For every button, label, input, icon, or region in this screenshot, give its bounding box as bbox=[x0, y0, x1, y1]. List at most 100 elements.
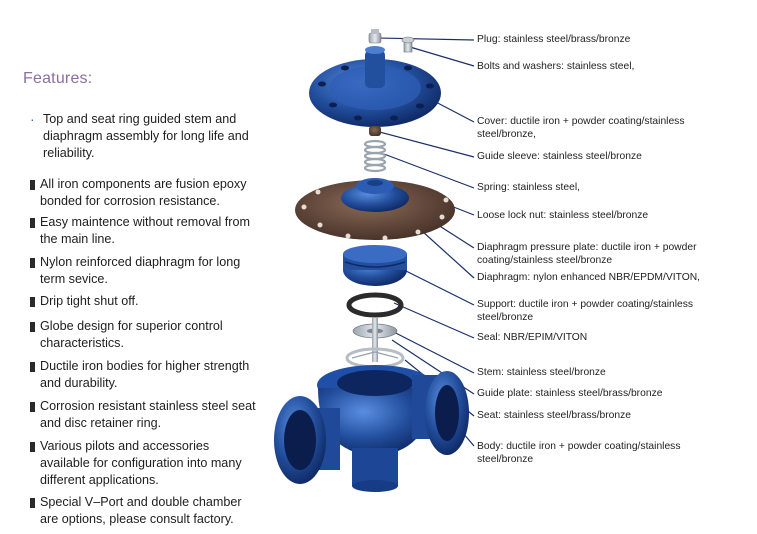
label-lock-nut: Loose lock nut: stainless steel/bronze bbox=[477, 210, 648, 223]
label-seat: Seat: stainless steel/brass/bronze bbox=[477, 410, 631, 423]
bolt-part bbox=[401, 36, 415, 53]
feature-item: Corrosion resistant stainless steel seat… bbox=[30, 398, 280, 432]
feature-line: Special V–Port and double chamber bbox=[40, 495, 242, 509]
label-stem: Stem: stainless steel/bronze bbox=[477, 367, 606, 380]
bullet-dot-icon: · bbox=[30, 111, 35, 127]
leader-seal bbox=[393, 302, 475, 339]
feature-text: Top and seat ring guided stem and diaphra… bbox=[43, 111, 280, 162]
feature-line: Various pilots and accessories bbox=[40, 439, 210, 453]
feature-line: are options, please consult factory. bbox=[40, 512, 234, 526]
label-line: Bolts and washers: stainless steel, bbox=[477, 61, 635, 72]
spring-part bbox=[363, 139, 387, 173]
label-line: Stem: stainless steel/bronze bbox=[477, 367, 606, 378]
feature-line: reliability. bbox=[43, 146, 95, 160]
feature-text: Drip tight shut off. bbox=[40, 293, 280, 310]
feature-line: the main line. bbox=[40, 232, 115, 246]
label-cover: Cover: ductile iron + powder coating/sta… bbox=[477, 116, 684, 141]
feature-line: characteristics. bbox=[40, 336, 124, 350]
label-bolts: Bolts and washers: stainless steel, bbox=[477, 61, 634, 74]
label-line: Spring: stainless steel, bbox=[477, 182, 581, 193]
label-guide-sleeve: Guide sleeve: stainless steel/bronze bbox=[477, 151, 642, 164]
leader-lines bbox=[375, 37, 475, 447]
label-line: Body: ductile iron + powder coating/stai… bbox=[477, 441, 681, 452]
feature-text: Various pilots and accessories available … bbox=[40, 438, 280, 489]
feature-text: Corrosion resistant stainless steel seat… bbox=[40, 398, 280, 432]
label-line: coating/stainless steel/bronze bbox=[477, 254, 613, 266]
leader-support bbox=[399, 267, 475, 306]
guide-sleeve-part bbox=[369, 126, 381, 136]
feature-line: All iron components are fusion epoxy bbox=[40, 177, 247, 191]
feature-line: Top and seat ring guided stem and bbox=[43, 112, 237, 126]
label-plug: Plug: stainless steel/brass/bronze bbox=[477, 34, 630, 47]
label-guide-plate: Guide plate: stainless steel/brass/bronz… bbox=[477, 388, 662, 401]
cover-part bbox=[309, 46, 441, 127]
label-line: Cover: ductile iron + powder coating/sta… bbox=[477, 116, 685, 127]
label-spring: Spring: stainless steel, bbox=[477, 182, 580, 195]
feature-text: Nylon reinforced diaphragm for long term … bbox=[40, 254, 280, 288]
feature-line: and disc retainer ring. bbox=[40, 416, 162, 430]
leader-stem bbox=[383, 326, 475, 374]
leader-cover bbox=[431, 99, 475, 123]
feature-item: Nylon reinforced diaphragm for long term … bbox=[30, 254, 280, 288]
bullet-square-icon bbox=[30, 498, 35, 508]
feature-text: Easy maintence without removal from the m… bbox=[40, 214, 280, 248]
bullet-square-icon bbox=[30, 258, 35, 268]
label-support: Support: ductile iron + powder coating/s… bbox=[477, 299, 693, 324]
plug-part bbox=[368, 29, 382, 44]
leader-bolts bbox=[409, 46, 475, 67]
label-line: Diaphragm pressure plate: ductile iron +… bbox=[477, 242, 697, 253]
feature-line: bonded for corrosion resistance. bbox=[40, 194, 220, 208]
leader-plug bbox=[378, 37, 475, 41]
feature-item: · Top and seat ring guided stem and diaphr… bbox=[30, 111, 280, 162]
feature-line: term sevice. bbox=[40, 272, 108, 286]
feature-line: Nylon reinforced diaphragm for long bbox=[40, 255, 241, 269]
label-line: Loose lock nut: stainless steel/bronze bbox=[477, 210, 649, 221]
feature-item: Various pilots and accessories available … bbox=[30, 438, 280, 489]
label-body: Body: ductile iron + powder coating/stai… bbox=[477, 441, 680, 466]
pressure-plate-part bbox=[341, 178, 409, 212]
feature-item: Drip tight shut off. bbox=[30, 293, 280, 310]
label-line: Guide plate: stainless steel/brass/bronz… bbox=[477, 388, 663, 399]
leader-guide-sleeve bbox=[375, 130, 475, 158]
label-line: steel/bronze bbox=[477, 453, 534, 465]
feature-text: All iron components are fusion epoxy bond… bbox=[40, 176, 280, 210]
feature-line: Ductile iron bodies for higher strength bbox=[40, 359, 250, 373]
feature-text: Special V–Port and double chamber are opt… bbox=[40, 494, 280, 528]
feature-line: different applications. bbox=[40, 473, 159, 487]
label-line: Seal: NBR/EPIM/VITON bbox=[477, 332, 588, 343]
seal-part bbox=[346, 292, 404, 318]
bullet-square-icon bbox=[30, 362, 35, 372]
label-pressure-plate: Diaphragm pressure plate: ductile iron +… bbox=[477, 242, 697, 267]
feature-line: Corrosion resistant stainless steel seat bbox=[40, 399, 256, 413]
bullet-square-icon bbox=[30, 218, 35, 228]
stem-part bbox=[372, 318, 378, 362]
label-seal: Seal: NBR/EPIM/VITON bbox=[477, 332, 587, 345]
bullet-square-icon bbox=[30, 180, 35, 190]
support-part bbox=[343, 245, 407, 286]
label-line: steel/bronze, bbox=[477, 128, 536, 140]
label-line: Support: ductile iron + powder coating/s… bbox=[477, 299, 694, 310]
label-line: Guide sleeve: stainless steel/bronze bbox=[477, 151, 642, 162]
features-title: Features: bbox=[23, 70, 93, 87]
feature-item: Easy maintence without removal from the m… bbox=[30, 214, 280, 248]
feature-line: Drip tight shut off. bbox=[40, 294, 139, 308]
body-part bbox=[274, 365, 469, 492]
label-line: Diaphragm: nylon enhanced NBR/EPDM/VITON… bbox=[477, 272, 701, 283]
leader-spring bbox=[383, 153, 475, 189]
label-diaphragm: Diaphragm: nylon enhanced NBR/EPDM/VITON… bbox=[477, 272, 700, 285]
feature-line: available for configuration into many bbox=[40, 456, 242, 470]
bullet-square-icon bbox=[30, 297, 35, 307]
feature-item: All iron components are fusion epoxy bond… bbox=[30, 176, 280, 210]
feature-line: Easy maintence without removal from bbox=[40, 215, 250, 229]
label-line: Plug: stainless steel/brass/bronze bbox=[477, 34, 631, 45]
feature-item: Special V–Port and double chamber are opt… bbox=[30, 494, 280, 528]
label-line: Seat: stainless steel/brass/bronze bbox=[477, 410, 631, 421]
feature-line: diaphragm assembly for long life and bbox=[43, 129, 249, 143]
bullet-square-icon bbox=[30, 322, 35, 332]
bullet-square-icon bbox=[30, 402, 35, 412]
